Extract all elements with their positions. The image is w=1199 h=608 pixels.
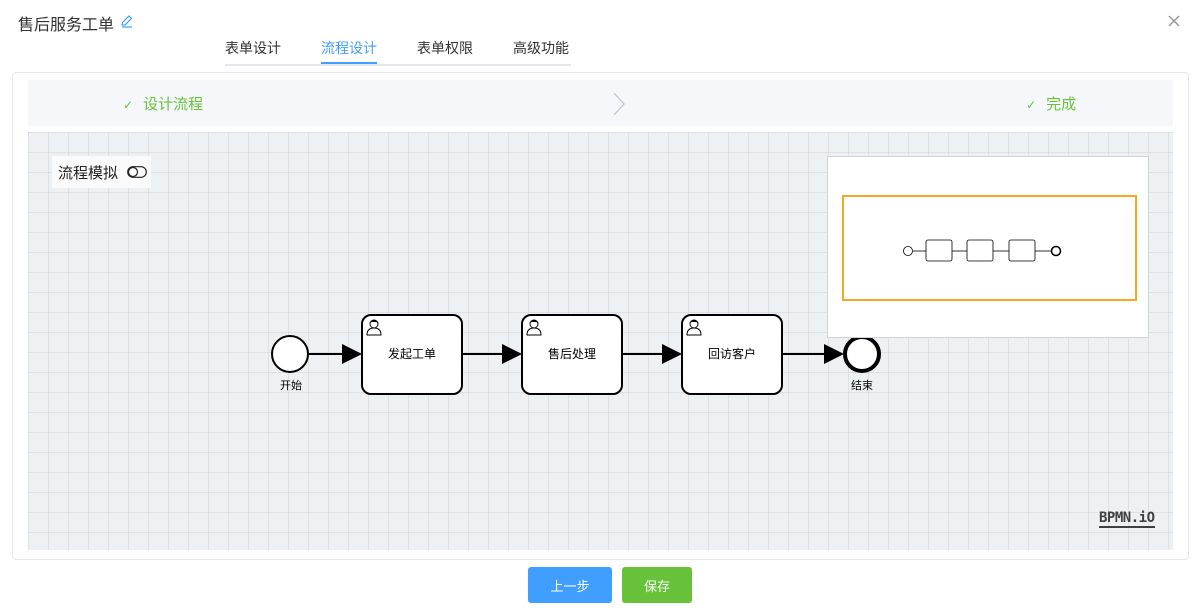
pencil-icon[interactable] bbox=[120, 14, 134, 28]
previous-step-button[interactable]: 上一步 bbox=[528, 567, 612, 603]
tab-form-design[interactable]: 表单设计 bbox=[225, 41, 281, 57]
simulation-toggle[interactable]: 流程模拟 bbox=[52, 156, 151, 188]
step-complete: ✓ 完成 bbox=[1026, 93, 1076, 114]
minimap[interactable] bbox=[827, 156, 1149, 338]
check-icon: ✓ bbox=[123, 98, 134, 112]
simulation-label: 流程模拟 bbox=[58, 164, 119, 182]
save-button[interactable]: 保存 bbox=[622, 567, 692, 603]
tab-process-design[interactable]: 流程设计 bbox=[321, 38, 377, 64]
step-label: 完成 bbox=[1046, 95, 1077, 113]
minimap-viewport[interactable] bbox=[842, 195, 1137, 301]
tab-form-permissions[interactable]: 表单权限 bbox=[417, 41, 473, 57]
minimap-preview bbox=[842, 195, 1137, 301]
step-label: 设计流程 bbox=[143, 95, 204, 113]
dialog-header: 售后服务工单 表单设计 流程设计 表单权限 高级功能 bbox=[0, 0, 1199, 70]
tab-bar: 表单设计 流程设计 表单权限 高级功能 bbox=[225, 36, 571, 66]
tab-advanced[interactable]: 高级功能 bbox=[513, 41, 569, 57]
chevron-right-icon bbox=[613, 92, 625, 116]
close-icon[interactable] bbox=[1167, 14, 1181, 28]
step-design-process: ✓ 设计流程 bbox=[123, 93, 203, 114]
toggle-off-icon[interactable] bbox=[127, 166, 147, 178]
minimap-diagram bbox=[903, 239, 1062, 262]
content-panel bbox=[12, 72, 1189, 560]
bpmn-io-logo[interactable]: BPMN.iO bbox=[1099, 510, 1155, 528]
steps-bar: ✓ 设计流程 ✓ 完成 bbox=[28, 80, 1173, 126]
check-icon: ✓ bbox=[1026, 98, 1037, 112]
dialog-title: 售后服务工单 bbox=[18, 15, 115, 34]
